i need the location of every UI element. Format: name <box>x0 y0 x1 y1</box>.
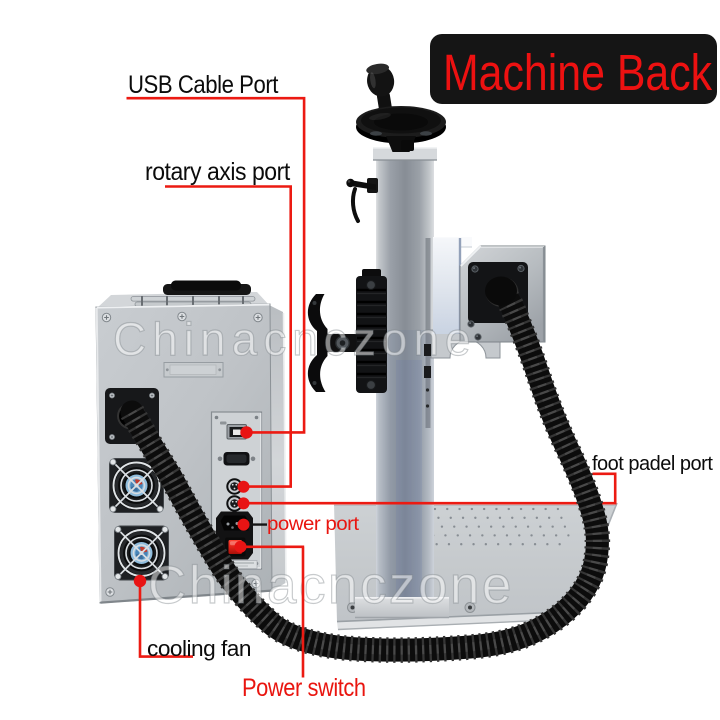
rotary-axis-port-label: rotary axis port <box>145 158 290 186</box>
watermark-row1: Chinacnczone <box>113 313 477 365</box>
rotary-annotation-line <box>165 185 292 488</box>
carry-handle <box>163 280 251 295</box>
screw-icon <box>471 265 479 273</box>
usb-annotation-line <box>126 96 306 434</box>
foot-pedal-dot <box>237 497 250 510</box>
watermark-row2: Chinacnczone <box>148 556 514 615</box>
cooling-fan-dot <box>133 574 147 588</box>
mounting-bracket <box>307 269 387 393</box>
foot-pedal-connector <box>226 495 243 512</box>
power-switch-annotation-line <box>246 545 305 678</box>
label-plate <box>163 362 224 378</box>
screw-icon <box>149 392 155 399</box>
foot-pedal-annotation-line <box>249 472 617 505</box>
machine-back-banner-label: Machine Back <box>443 44 713 101</box>
umbilical-cable <box>120 276 611 663</box>
screw-icon <box>251 578 261 589</box>
screw-icon <box>105 587 115 597</box>
screw-icon <box>177 311 187 322</box>
cooling-fan-label: cooling fan <box>147 636 251 661</box>
screw-icon <box>109 392 115 399</box>
power-port-dot <box>237 518 250 531</box>
screw-icon <box>109 434 115 440</box>
power-port-label: power port <box>267 514 359 535</box>
usb-cable-port-label: USB Cable Port <box>128 71 278 99</box>
clamp-lever <box>346 178 378 223</box>
usb-dot <box>240 426 253 439</box>
db9-connector <box>217 452 256 466</box>
foot-pedal-port-label: foot padel port <box>592 453 713 475</box>
screw-icon <box>474 333 482 341</box>
rotary-axis-connector <box>226 478 243 495</box>
screw-icon <box>467 320 475 328</box>
z-axis-handwheel <box>356 63 446 152</box>
screw-icon <box>517 264 525 273</box>
annotation-lines <box>126 96 306 678</box>
screw-icon <box>101 312 112 323</box>
screw-icon <box>253 312 263 323</box>
cooling-fan-annotation-line <box>138 581 193 658</box>
rotary-dot <box>237 480 250 493</box>
control-box <box>95 280 287 604</box>
power-switch-label: Power switch <box>242 674 366 702</box>
column-foot <box>355 596 449 619</box>
power-switch-dot <box>234 540 247 553</box>
machine-back-banner <box>430 34 717 104</box>
annotation-dots <box>133 426 253 588</box>
